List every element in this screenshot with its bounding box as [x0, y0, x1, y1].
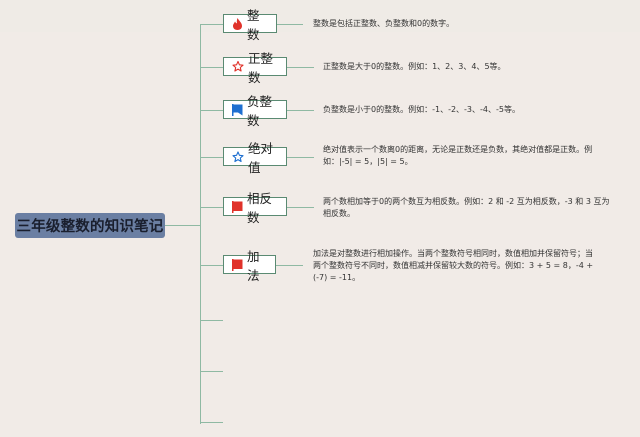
desc-connector — [287, 157, 314, 158]
desc-connector — [287, 67, 314, 68]
topic-label: 加法 — [247, 248, 260, 283]
flag-icon — [232, 258, 243, 271]
topic-addition[interactable]: 加法 — [223, 249, 276, 283]
trunk-line — [200, 24, 201, 424]
topic-description: 整数是包括正整数、负整数和0的数字。 — [313, 19, 455, 28]
star-outline-icon — [232, 150, 244, 163]
topic-description: 绝对值表示一个数离0的距离，无论是正数还是负数，其绝对值都是正数。例如：|-5|… — [323, 145, 593, 166]
topic-label: 绝对值 — [248, 140, 274, 175]
topic-description: 加法是对整数进行相加操作。当两个整数符号相同时，数值相加并保留符号；当两个整数符… — [313, 249, 594, 282]
topic-opposite-number[interactable]: 相反数 — [223, 191, 287, 225]
topic-label: 整数 — [247, 7, 260, 42]
branch-connector — [200, 265, 223, 266]
topic-label: 正整数 — [248, 50, 274, 85]
root-connector — [165, 225, 201, 226]
branch-connector — [200, 157, 223, 158]
empty-branch — [200, 422, 223, 423]
star-outline-icon — [232, 60, 244, 73]
desc-connector — [287, 207, 314, 208]
flag-icon — [232, 103, 243, 116]
topic-description: 两个数相加等于0的两个数互为相反数。例如：2 和 -2 互为相反数，-3 和 3… — [323, 197, 610, 218]
topic-absolute-value[interactable]: 绝对值 — [223, 141, 287, 175]
topic-positive-integer[interactable]: 正整数 — [223, 51, 287, 85]
root-topic[interactable]: 三年级整数的知识笔记 — [15, 213, 165, 238]
branch-connector — [200, 24, 223, 25]
flag-icon — [232, 200, 243, 213]
branch-connector — [200, 110, 223, 111]
topic-integer[interactable]: 整数 — [223, 8, 277, 42]
desc-connector — [276, 24, 303, 25]
topic-label: 负整数 — [247, 93, 273, 128]
empty-branch — [200, 320, 223, 321]
root-topic-label: 三年级整数的知识笔记 — [16, 219, 164, 235]
empty-branch — [200, 371, 223, 372]
topic-description: 负整数是小于0的整数。例如：-1、-2、-3、-4、-5等。 — [323, 105, 520, 114]
topic-negative-integer[interactable]: 负整数 — [223, 94, 287, 128]
topic-description: 正整数是大于0的整数。例如：1、2、3、4、5等。 — [323, 62, 506, 71]
branch-connector — [200, 207, 223, 208]
desc-connector — [276, 265, 303, 266]
branch-connector — [200, 67, 223, 68]
background-band — [0, 0, 640, 32]
topic-label: 相反数 — [247, 190, 273, 225]
fire-icon — [232, 17, 243, 30]
desc-connector — [287, 110, 314, 111]
